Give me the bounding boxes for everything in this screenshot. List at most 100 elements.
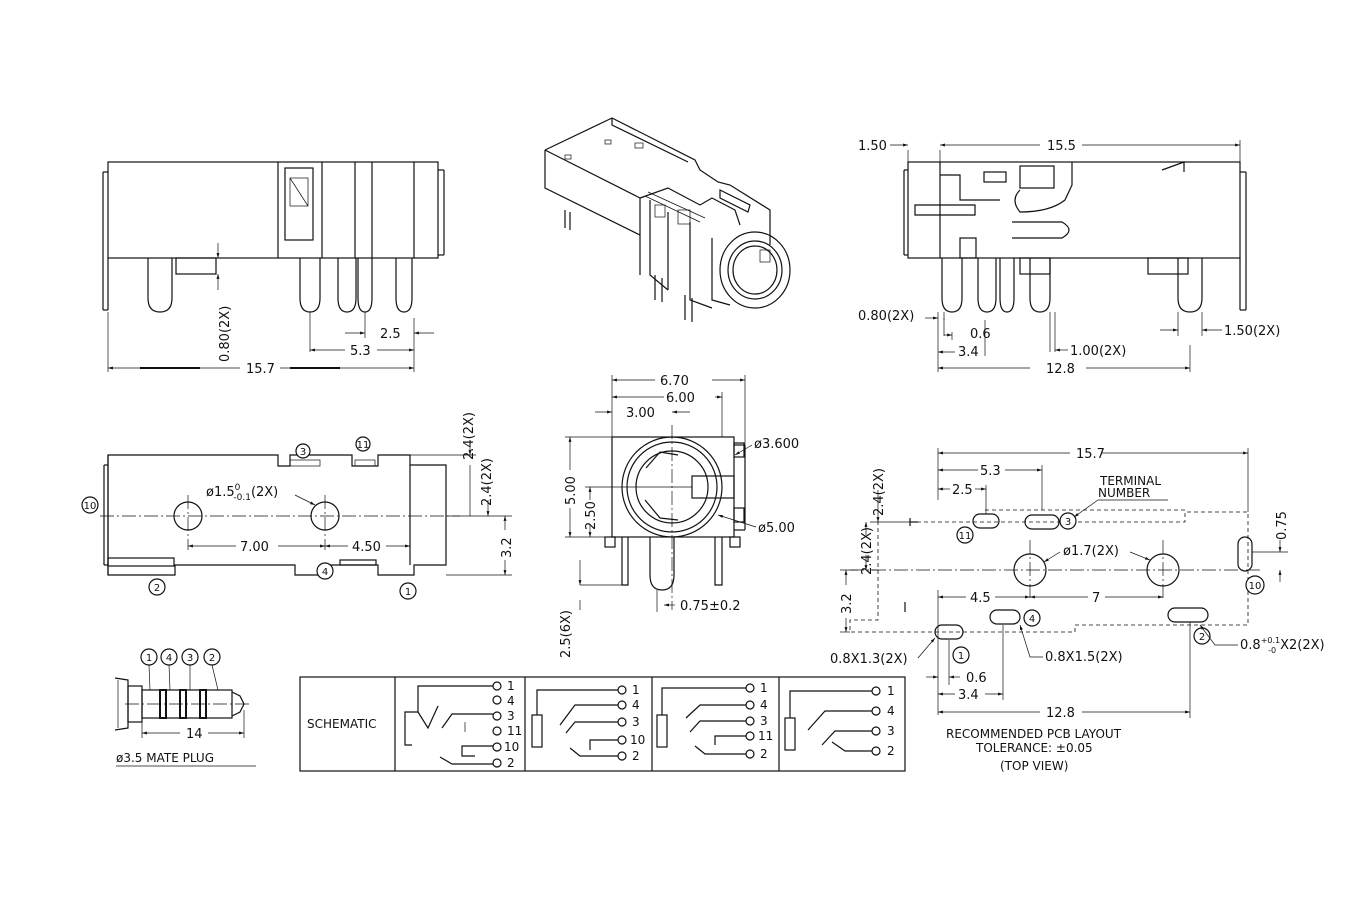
pcb-dim-0-6: 0.6: [966, 671, 987, 686]
svg-text:3: 3: [1065, 517, 1071, 528]
top-dim-2-4a: 2.4(2X): [462, 412, 477, 460]
pcb-dim-2-5: 2.5: [952, 483, 973, 498]
schematic-panel-2: 1 4 3 10 2: [531, 683, 645, 763]
end-dim-2-50: 2.50: [584, 501, 599, 530]
top-dim-3-2: 3.2: [500, 537, 515, 558]
end-dim-5-00: 5.00: [564, 476, 579, 505]
pcb-dim-3-4: 3.4: [958, 688, 979, 703]
end-dim-3-600: ø3.600: [754, 437, 799, 452]
pcb-dim-5-3: 5.3: [980, 464, 1001, 479]
schematic: SCHEMATIC 1 4 3 11 10 2: [299, 676, 906, 772]
top-dim-7-00: 7.00: [240, 540, 269, 555]
plug-dim-14: 14: [186, 727, 203, 742]
end-dim-5: ø5.00: [758, 521, 795, 536]
pcb-note-3: (TOP VIEW): [1000, 759, 1068, 773]
svg-text:1: 1: [507, 679, 515, 693]
top-hole-dim: ø1.50-0.1(2X): [206, 483, 278, 503]
pcb-terminal-1: 1: [952, 646, 970, 664]
svg-text:10: 10: [504, 740, 519, 754]
pcb-note-1: RECOMMENDED PCB LAYOUT: [946, 727, 1122, 741]
svg-text:2: 2: [760, 747, 768, 761]
pcb-dim-0-75: 0.75: [1275, 511, 1290, 540]
pcb-dim-15-7: 15.7: [1076, 447, 1105, 462]
pcb-terminal-10: 10: [1245, 575, 1265, 595]
rear-dim-1-50: 1.50: [858, 139, 887, 154]
pcb-dim-3-2: 3.2: [840, 593, 855, 614]
svg-text:1: 1: [146, 653, 152, 664]
front-dim-5-3: 5.3: [350, 344, 371, 359]
top-dim-2-4b: 2.4(2X): [480, 458, 495, 506]
front-view: 15.7 0.80(2X) 2.5 5.3: [102, 161, 445, 377]
end-dim-6-70: 6.70: [660, 374, 689, 389]
svg-text:1: 1: [760, 681, 768, 695]
plug-ring-3: 3: [181, 648, 199, 666]
rear-dim-1-00: 1.00(2X): [1070, 344, 1126, 359]
end-dim-3-00: 3.00: [626, 406, 655, 421]
svg-text:2: 2: [154, 583, 160, 594]
top-terminal-11: 11: [355, 436, 371, 452]
svg-text:10: 10: [84, 501, 97, 512]
schematic-panel-1: 1 4 3 11 10 2: [404, 679, 522, 770]
rear-dim-0-80: 0.80(2X): [858, 309, 914, 324]
rear-dim-3-4: 3.4: [958, 345, 979, 360]
rear-dim-0-6: 0.6: [970, 327, 991, 342]
top-terminal-1: 1: [399, 582, 417, 600]
front-overall-dim: 15.7: [246, 362, 275, 377]
top-terminal-2: 2: [148, 578, 166, 596]
end-dim-2-5-6x: 2.5(6X): [559, 610, 574, 658]
plug-ring-1: 1: [140, 648, 158, 666]
pcb-dim-7: 7: [1092, 591, 1100, 606]
front-dim-2-5: 2.5: [380, 327, 401, 342]
pcb-dim-0-8x1-5: 0.8X1.5(2X): [1045, 650, 1123, 665]
top-terminal-4: 4: [316, 562, 334, 580]
svg-text:2: 2: [632, 749, 640, 763]
pcb-layout: 11 3 10 1 4 2 15.7 5.3: [830, 447, 1325, 773]
svg-text:11: 11: [507, 724, 522, 738]
schematic-title: SCHEMATIC: [307, 717, 376, 731]
svg-text:3: 3: [187, 653, 193, 664]
svg-text:3: 3: [632, 715, 640, 729]
pcb-dim-2-4-mid: 2.4(2X): [860, 527, 875, 575]
svg-text:1: 1: [887, 684, 895, 698]
pcb-note-2: TOLERANCE: ±0.05: [975, 741, 1093, 755]
svg-text:4: 4: [632, 698, 640, 712]
svg-text:2: 2: [507, 756, 515, 770]
svg-text:10: 10: [630, 733, 645, 747]
pcb-terminal-11: 11: [956, 526, 974, 544]
pcb-terminal-label-2: NUMBER: [1098, 486, 1150, 500]
svg-text:4: 4: [166, 653, 172, 664]
rear-dim-1-50-2x: 1.50(2X): [1224, 324, 1280, 339]
svg-text:3: 3: [300, 447, 306, 458]
svg-text:2: 2: [887, 744, 895, 758]
svg-text:2: 2: [209, 653, 215, 664]
front-pin-offset-dim: 0.80(2X): [218, 306, 233, 362]
top-terminal-3: 3: [295, 443, 311, 459]
svg-text:3: 3: [887, 724, 895, 738]
svg-text:1: 1: [405, 587, 411, 598]
pcb-dim-4-5: 4.5: [970, 591, 991, 606]
rear-view: 1.50 15.5 0.80(2X) 0.6 3.4 1.00(2X) 12.8…: [858, 139, 1280, 377]
svg-text:4: 4: [760, 698, 768, 712]
isometric-view: [544, 117, 791, 322]
pcb-dim-2-4-top: 2.4(2X): [872, 468, 887, 516]
end-dim-0-75: 0.75±0.2: [680, 599, 741, 614]
top-dim-4-50: 4.50: [352, 540, 381, 555]
rear-dim-12-8: 12.8: [1046, 362, 1075, 377]
pcb-dim-1-7: ø1.7(2X): [1063, 544, 1119, 559]
svg-text:4: 4: [322, 567, 328, 578]
end-dim-6-00: 6.00: [666, 391, 695, 406]
pcb-dim-0-8x1-3: 0.8X1.3(2X): [830, 652, 908, 667]
top-terminal-10: 10: [81, 496, 99, 514]
svg-text:1: 1: [958, 651, 964, 662]
svg-text:4: 4: [1029, 614, 1035, 625]
svg-text:11: 11: [357, 440, 370, 451]
pcb-terminal-3: 3: [1059, 512, 1077, 530]
svg-text:3: 3: [507, 709, 515, 723]
mate-plug: 1 4 3 2 14 ø3.5 MATE PLUG: [114, 648, 256, 767]
end-view: 6.70 6.00 3.00 5.00 2.50 ø3.600 ø5.00 0.…: [559, 374, 799, 658]
plug-ring-2: 2: [203, 648, 221, 666]
schematic-panel-4: 1 4 3 2: [784, 684, 895, 758]
rear-dim-15-5: 15.5: [1047, 139, 1076, 154]
